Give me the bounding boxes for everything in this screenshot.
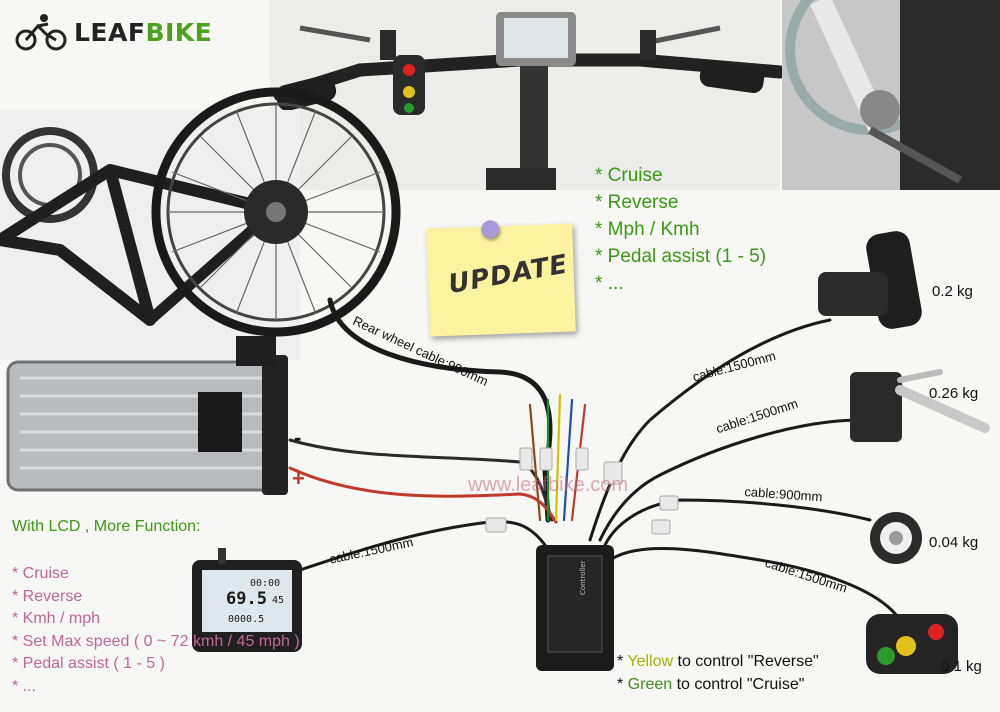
lcd-feature-item: * Kmh / mph (12, 610, 101, 627)
cyclist-icon (15, 14, 67, 51)
pushpin-icon (480, 220, 500, 239)
handlebar-switch-icon (393, 55, 425, 115)
pas-cable (603, 498, 872, 547)
svg-text:0000.5: 0000.5 (228, 614, 264, 625)
battery-minus-wire (288, 438, 554, 522)
front-fork (782, 0, 1000, 190)
svg-text:00:00: 00:00 (250, 578, 280, 589)
feature-item: * Pedal assist (1 - 5) (595, 246, 767, 267)
controller-icon: Controller (536, 545, 614, 671)
feature-item: * Mph / Kmh (595, 219, 700, 240)
battery-minus-sign: - (294, 425, 302, 450)
battery-plus-wire (288, 466, 558, 524)
battery-plus-sign: + (292, 466, 305, 491)
svg-text:Controller: Controller (579, 560, 587, 595)
lcd-display-icon: 69.5 00:00 45 0000.5 (192, 548, 302, 652)
pas-weight: 0.04 kg (929, 534, 979, 551)
brake-lever-icon (850, 369, 990, 442)
brake-weight: 0.26 kg (929, 385, 979, 402)
update-label: UPDATE (446, 249, 571, 301)
brand-name: LEAFBIKE (74, 17, 213, 47)
green-note: * Green to control "Cruise" (617, 676, 805, 693)
lcd-feature-item: * Set Max speed ( 0 ~ 72 kmh / 45 mph ) (12, 632, 300, 650)
handlebar-lcd-icon (496, 12, 576, 66)
lcd-speed: 69.5 (226, 589, 267, 609)
handlebar (270, 0, 787, 190)
throttle-weight: 0.2 kg (932, 283, 973, 300)
brake-cable (598, 418, 862, 542)
brand-logo: LEAFBIKE (14, 8, 212, 56)
lcd-cable (298, 520, 547, 572)
throttle-icon (818, 231, 922, 329)
lcd-section-heading: With LCD , More Function: (12, 518, 201, 535)
watermark: www.leafbike.com (468, 474, 629, 496)
battery-icon (6, 336, 288, 495)
hub-motor-wheel (151, 87, 401, 337)
feature-item: * Reverse (595, 192, 679, 213)
update-sticky-note: UPDATE (426, 220, 576, 337)
lcd-feature-item: * Cruise (12, 565, 69, 582)
switch-cable (608, 547, 902, 622)
lcd-feature-list: * Cruise * Reverse * Kmh / mph * Set Max… (12, 563, 300, 698)
svg-text:45: 45 (272, 595, 284, 606)
pas-sensor-icon (870, 512, 922, 564)
yellow-note: * Yellow to control "Reverse" (617, 653, 819, 670)
rear-bike-frame (0, 110, 300, 360)
lcd-feature-item: * Pedal assist ( 1 - 5 ) (12, 655, 165, 672)
switch-weight: 0.1 kg (941, 658, 982, 675)
rear-wheel-cable (327, 297, 553, 523)
feature-item: * Cruise (595, 165, 663, 186)
feature-list: * Cruise * Reverse * Mph / Kmh * Pedal a… (595, 162, 766, 297)
feature-item: * ... (595, 273, 624, 294)
handle-switch-icon (866, 614, 958, 674)
lcd-feature-item: * Reverse (12, 587, 83, 605)
lcd-feature-item: * ... (12, 677, 37, 695)
